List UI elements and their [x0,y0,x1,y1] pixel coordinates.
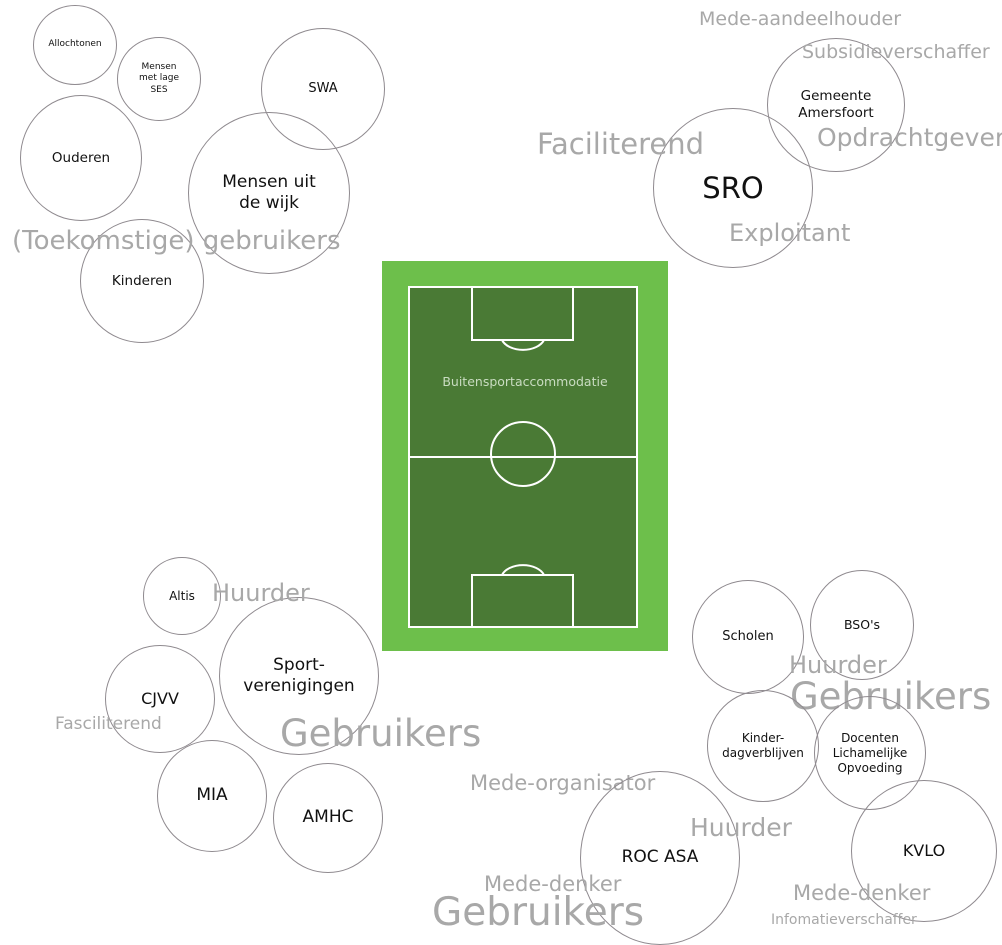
allochtonen-label: Allochtonen [48,39,102,50]
circle-ouderen: Ouderen [20,95,142,221]
label-gebruikers-bottom: Gebruikers [432,890,645,935]
label-gebruikers-left: Gebruikers [280,712,482,755]
sportverenigingen-label: Sport-verenigingen [243,654,355,696]
ouderen-label: Ouderen [51,149,111,166]
circle-kinderdagverblijven: Kinder-dagverblijven [707,690,819,802]
circle-sro: SRO [653,108,813,268]
circle-scholen: Scholen [692,580,804,694]
sro-label: SRO [702,170,764,205]
mia-label: MIA [196,785,228,806]
label-huurder-left: Huurder [212,579,310,607]
docenten-lo-label: Docenten Lichamelijke Opvoeding [832,730,908,775]
circle-sportverenigingen: Sport-verenigingen [219,597,379,755]
gemeente-amersfoort-label: Gemeente Amersfoort [798,88,874,121]
circle-kinderen: Kinderen [80,219,204,343]
mensen-lage-ses-label: Mensen met lage SES [139,62,179,95]
circle-mensen-lage-ses: Mensen met lage SES [117,37,201,121]
circle-gemeente-amersfoort: Gemeente Amersfoort [767,38,905,172]
label-mede-aandeelhouder: Mede-aandeelhouder [699,8,902,30]
label-mede-denker-right: Mede-denker [793,881,931,905]
circle-bsos: BSO's [810,570,914,680]
kinderdagverblijven-label: Kinder-dagverblijven [722,731,804,760]
amhc-label: AMHC [302,807,354,828]
bsos-label: BSO's [843,617,881,633]
label-mede-denker-left: Mede-denker [484,872,622,896]
circle-altis: Altis [143,557,221,635]
swa-label: SWA [308,80,338,96]
mensen-uit-de-wijk-label: Mensen uit de wijk [222,171,316,213]
label-opdrachtgever: Opdrachtgever [817,123,1002,152]
circle-allochtonen: Allochtonen [33,5,117,85]
scholen-label: Scholen [722,628,774,644]
pitch-title: Buitensportaccommodatie [442,374,608,389]
circle-mia: MIA [157,740,267,852]
altis-label: Altis [169,588,195,603]
label-huurder-right: Huurder [789,651,887,679]
label-mede-organisator: Mede-organisator [470,771,656,795]
kinderen-label: Kinderen [111,272,173,289]
roc-asa-label: ROC ASA [621,847,699,868]
circle-docenten-lo: Docenten Lichamelijke Opvoeding [814,696,926,810]
label-huurder-2: Huurder [690,813,792,842]
football-pitch [382,261,668,651]
circle-cjvv: CJVV [105,645,215,753]
label-infomatieverschaffer: Infomatieverschaffer [771,912,917,928]
cjvv-label: CJVV [141,689,179,708]
label-subsidieverschaffer: Subsidieverschaffer [802,41,990,63]
circle-amhc: AMHC [273,763,383,873]
pitch-lines [408,286,638,628]
label-faciliterend-top: Faciliterend [537,127,705,161]
circle-mensen-uit-de-wijk: Mensen uit de wijk [188,112,350,274]
label-fasciliterend: Fasciliterend [55,714,162,734]
label-exploitant: Exploitant [729,219,851,247]
kvlo-label: KVLO [902,841,946,860]
circle-kvlo: KVLO [851,780,997,922]
label-toekomstige-gebruikers: (Toekomstige) gebruikers [12,226,341,256]
